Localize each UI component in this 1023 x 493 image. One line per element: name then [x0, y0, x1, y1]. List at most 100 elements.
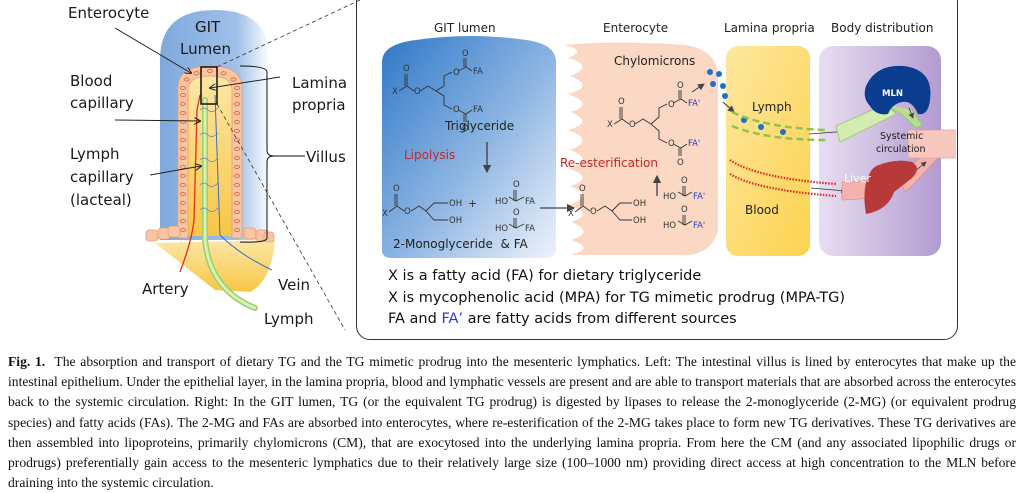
legend-fa: FA and [388, 311, 442, 327]
systemic-circulation-box [907, 129, 956, 159]
enterocyte-nucleus [179, 85, 187, 91]
lipolysis-label: Lipolysis [404, 148, 456, 162]
svg-text:O: O [681, 205, 688, 215]
svg-text:O: O [629, 120, 636, 130]
svg-text:O: O [590, 207, 597, 217]
liver-label: Liver [844, 172, 871, 185]
svg-text:O: O [618, 97, 625, 107]
svg-text:O: O [393, 184, 400, 194]
enterocyte-nucleus [179, 110, 187, 116]
mln-label: MLN [882, 89, 903, 99]
svg-text:OH: OH [633, 216, 646, 226]
triglyceride-label: Triglyceride [445, 119, 515, 133]
enterocyte-nucleus [233, 128, 241, 134]
label-lymph-capillary: capillary [70, 168, 134, 186]
enterocyte-nucleus [233, 191, 241, 197]
base-lamina-propria [155, 240, 275, 292]
artery-vessel [179, 94, 201, 273]
label-git: GIT [195, 18, 221, 36]
enterocyte-nucleus [233, 164, 241, 170]
chem-x: X [392, 87, 398, 97]
figure-caption: Fig. 1. The absorption and transport of … [8, 352, 1016, 493]
svg-text:O: O [513, 180, 520, 190]
enterocyte-nucleus [233, 110, 241, 116]
svg-text:O: O [414, 87, 421, 97]
villus-core [188, 74, 232, 236]
svg-text:FA: FA [473, 67, 483, 77]
svg-text:HO: HO [495, 197, 508, 207]
svg-text:O: O [579, 184, 586, 194]
label-lacteal: (lacteal) [70, 191, 132, 209]
col-git-lumen: GIT lumen [434, 21, 496, 35]
label-capillary: capillary [70, 94, 134, 112]
enterocyte-nucleus [233, 209, 241, 215]
legend-rest: are fatty acids from different sources [462, 311, 737, 327]
enterocyte-nucleus [233, 85, 241, 91]
enterocyte-nucleus [220, 71, 227, 76]
right-panel-frame [356, 0, 958, 340]
enterocyte-nucleus [233, 173, 241, 179]
svg-text:O: O [513, 208, 520, 218]
villus-illustration [114, 0, 360, 331]
svg-text:HO: HO [495, 224, 508, 234]
enterocyte-nucleus [179, 128, 187, 134]
chylomicrons-label: Chylomicrons [614, 54, 696, 68]
svg-text:X: X [607, 120, 613, 130]
blood-label: Blood [745, 203, 779, 217]
svg-text:HO: HO [663, 221, 676, 231]
svg-text:O: O [462, 124, 469, 134]
col-enterocyte: Enterocyte [603, 21, 669, 35]
svg-text:X: X [568, 209, 574, 219]
monoglyceride-label: 2-Monoglyceride & FA [393, 237, 528, 251]
enterocyte-nucleus [179, 137, 187, 143]
enterocyte-nucleus [179, 155, 187, 161]
svg-text:FA: FA [525, 197, 535, 207]
svg-text:OH: OH [449, 216, 462, 226]
enterocyte-nucleus [179, 146, 187, 152]
mechanism-diagram: X O O O O FA O O FA X O O OH OH + HO O F… [382, 36, 956, 258]
systemic-label: Systemic [880, 131, 924, 142]
liver-organ [864, 160, 917, 214]
svg-text:O: O [677, 158, 684, 168]
enterocyte-nucleus [183, 77, 190, 82]
enterocyte-panel [564, 42, 718, 256]
svg-text:O: O [453, 105, 460, 115]
enterocyte-nucleus [230, 77, 237, 82]
enterocyte-nucleus [233, 92, 241, 98]
mln-node [864, 65, 931, 115]
enterocyte-nucleus [179, 200, 187, 206]
enterocyte-nucleus [179, 173, 187, 179]
triglyceride-structure [398, 58, 473, 122]
enterocyte-nucleus [179, 101, 187, 107]
label-lymph-cap: Lymph [70, 145, 120, 163]
label-propria: propria [292, 96, 346, 114]
lamina-propria-panel [726, 46, 810, 256]
svg-text:O: O [677, 81, 684, 91]
label-lymph: Lymph [264, 310, 314, 328]
legend-line-3: FA and FA’ are fatty acids from differen… [388, 311, 737, 327]
svg-text:O: O [404, 207, 411, 217]
svg-text:FA': FA' [688, 139, 700, 149]
enterocyte-nucleus [233, 155, 241, 161]
svg-text:FA': FA' [693, 221, 705, 231]
label-lamina: Lamina [292, 74, 348, 92]
enterocyte-nucleus [179, 218, 187, 224]
enterocyte-nucleus [233, 101, 241, 107]
col-body-distribution: Body distribution [831, 21, 934, 35]
enterocyte-nucleus [179, 209, 187, 215]
chylomicron-dots [707, 69, 786, 135]
enterocyte-layer [177, 65, 243, 239]
svg-text:O: O [668, 100, 675, 110]
vein-vessel [214, 94, 273, 271]
svg-text:+: + [468, 197, 477, 210]
svg-text:FA': FA' [693, 192, 705, 202]
enterocyte-nucleus [233, 146, 241, 152]
lymph-label: Lymph [752, 100, 792, 114]
svg-text:HO: HO [663, 192, 676, 202]
legend-fa-prime: FA’ [441, 311, 463, 327]
legend-line-2: X is mycophenolic acid (MPA) for TG mime… [388, 290, 846, 306]
svg-text:O: O [462, 49, 469, 59]
svg-text:X: X [382, 209, 388, 219]
enterocyte-nucleus [179, 164, 187, 170]
zoom-box [200, 66, 218, 105]
